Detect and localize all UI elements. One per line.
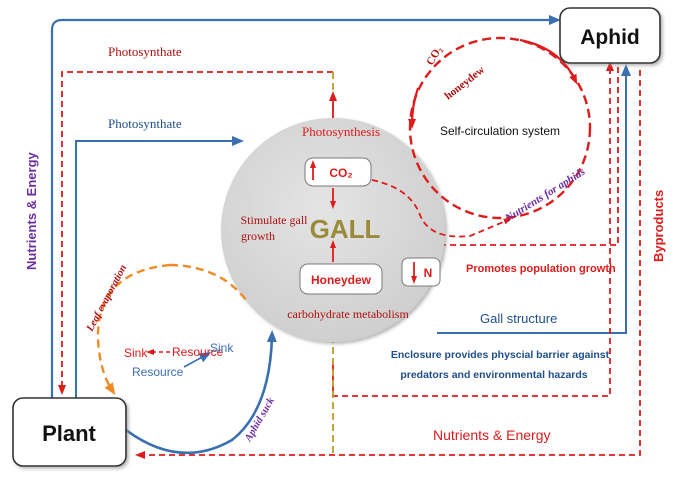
plant-box xyxy=(12,397,127,467)
resource-to-sink-blue-arrow xyxy=(183,352,212,368)
enclosure-label-line1: Enclosure provides physcial barrier agai… xyxy=(391,349,610,361)
stimulate-label-line2: growth xyxy=(241,229,275,243)
gall-label: GALL xyxy=(310,214,381,244)
n-box xyxy=(401,257,441,287)
self-circulation-label: Self-circulation system xyxy=(440,124,560,138)
honeydew-box-label: Honeydew xyxy=(311,273,372,287)
plant-to-aphid-blue-line xyxy=(50,15,561,398)
plant-to-gall-blue-line xyxy=(75,136,244,400)
co2-box-label: CO₂ xyxy=(329,166,352,180)
aphid-label: Aphid xyxy=(580,26,639,49)
photosynthate-red-dashed-line xyxy=(58,71,333,395)
plant-label: Plant xyxy=(42,421,96,446)
photosynthesis-label: Photosynthesis xyxy=(302,124,380,139)
co2-arc-label: CO₂ xyxy=(424,44,445,68)
gall-structure-line xyxy=(437,64,631,334)
aphid-suck-blue-arc xyxy=(125,330,277,455)
stimulate-label-line1: Stimulate gall xyxy=(241,213,309,227)
sink-right-label: Sink xyxy=(210,341,234,355)
promotes-growth-red-dashed-line xyxy=(440,66,619,246)
self-circulation-arrow-top xyxy=(519,38,578,85)
resource-top-label: Resource xyxy=(172,345,224,359)
honeydew-arc-label: honeydew xyxy=(442,64,487,102)
self-circulation-arrow-left xyxy=(408,87,420,129)
byproducts-label: Byproducts xyxy=(651,190,666,262)
byproducts-red-dashed-line xyxy=(135,70,641,459)
nutrients-energy-left-label: Nutrients & Energy xyxy=(24,151,39,270)
co2-box xyxy=(304,157,372,187)
leaf-evaporation-orange-arc xyxy=(96,263,171,395)
leaf-evaporation-label: Leaf evaporation xyxy=(84,263,129,334)
leaf-evaporation-orange-arc-top xyxy=(169,263,247,301)
photosynthate-mid-label: Photosynthate xyxy=(108,116,182,131)
enclosure-label-line2: predators and environmental hazards xyxy=(400,369,587,381)
nutrients-for-aphids-label: Nutrients for aphids xyxy=(502,166,587,225)
n-box-label: N xyxy=(424,266,433,280)
resource-bottom-label: Resource xyxy=(132,365,184,379)
aphid-box xyxy=(559,7,661,64)
gall-circle xyxy=(221,118,445,342)
gall-structure-label: Gall structure xyxy=(480,311,557,326)
carbohydrate-label: carbohydrate metabolism xyxy=(287,307,409,321)
sink-left-label: Sink xyxy=(124,346,148,360)
honeydew-box xyxy=(299,263,383,295)
promotes-population-label: Promotes population growth xyxy=(466,263,616,275)
co2-to-circulation-dashed xyxy=(371,179,512,238)
nutrients-energy-bottom-label: Nutrients & Energy xyxy=(433,427,551,443)
photosynthate-top-label: Photosynthate xyxy=(108,44,182,59)
